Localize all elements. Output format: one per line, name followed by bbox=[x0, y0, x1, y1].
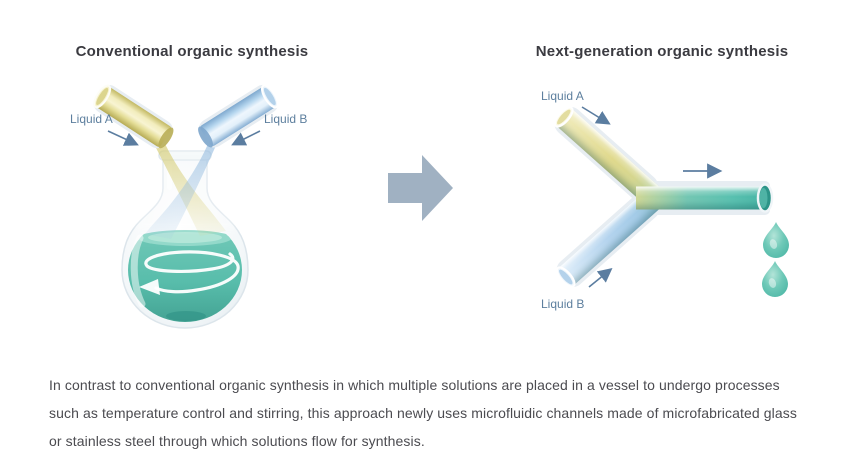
microfluidic-channel-illustration: Liquid A Liquid B bbox=[541, 89, 789, 311]
left-panel-title: Conventional organic synthesis bbox=[75, 43, 309, 60]
caption: In contrast to conventional organic synt… bbox=[49, 371, 829, 455]
conventional-synthesis-illustration: Liquid A Liquid B bbox=[70, 84, 307, 329]
liquid-a-channel bbox=[553, 106, 659, 204]
liquid-b-label: Liquid B bbox=[541, 297, 584, 311]
spiral-stir-arrow-icon bbox=[139, 250, 240, 295]
liquid-a-label: Liquid A bbox=[541, 89, 584, 103]
droplet-icon bbox=[763, 222, 789, 258]
liquid-a-tube bbox=[93, 84, 174, 149]
output-channel bbox=[636, 183, 774, 213]
droplet-icon bbox=[762, 261, 788, 297]
caption-line: such as temperature control and stirring… bbox=[49, 405, 797, 421]
liquid-a-pointer-arrow-icon bbox=[107, 130, 139, 146]
transition-arrow-icon bbox=[388, 155, 453, 221]
pour-streams bbox=[134, 134, 238, 239]
liquid-b-pointer-arrow-icon bbox=[231, 130, 261, 146]
liquid-b-tube bbox=[198, 84, 279, 148]
caption-line: In contrast to conventional organic synt… bbox=[49, 377, 780, 393]
liquid-a-label: Liquid A bbox=[70, 112, 113, 126]
liquid-b-pointer-arrow-icon bbox=[588, 267, 613, 288]
right-panel-title: Next-generation organic synthesis bbox=[535, 43, 789, 60]
liquid-b-label: Liquid B bbox=[264, 112, 307, 126]
liquid-b-channel bbox=[555, 190, 661, 288]
flask-highlight bbox=[130, 234, 146, 308]
caption-line: or stainless steel through which solutio… bbox=[49, 433, 425, 449]
liquid-a-pointer-arrow-icon bbox=[581, 106, 611, 125]
